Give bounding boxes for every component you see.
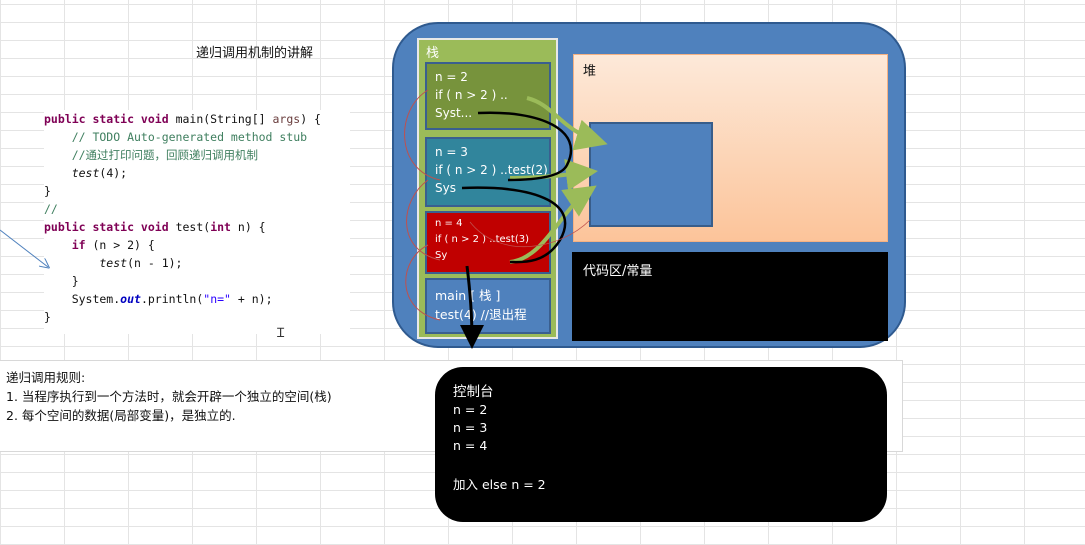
code-snippet: public static void main(String[] args) {…: [44, 110, 350, 334]
text-cursor-icon: Ɪ: [277, 326, 285, 341]
return-arrow-1: [477, 111, 573, 182]
code-token: //: [44, 202, 58, 216]
stack-frame-test-3: n = 3 if ( n > 2 ) ..test(2) Sys: [425, 137, 551, 207]
stack-label: 栈: [426, 46, 440, 61]
frame-line: n = 2: [435, 70, 468, 84]
console-label: 控制台: [453, 384, 494, 400]
call-arc-1: [406, 179, 441, 261]
code-token: // TODO Auto-generated method stub: [44, 130, 308, 144]
code-token: out: [120, 292, 141, 306]
code-token: ) {: [300, 112, 321, 126]
code-token: //通过打印问题，回顾递归调用机制: [44, 148, 259, 162]
console-line: n = 3: [453, 420, 488, 435]
page-title: 递归调用机制的讲解: [196, 46, 314, 61]
code-token: (4);: [99, 166, 128, 180]
console-line: 加入 else n = 2: [453, 477, 546, 492]
code-token: + n);: [230, 292, 273, 306]
code-constant-area: [572, 252, 888, 341]
code-token: test: [44, 256, 128, 270]
code-token: public static void: [44, 112, 176, 126]
heap-label: 堆: [583, 64, 597, 79]
code-line: }: [44, 272, 350, 290]
frame-line: Sy: [435, 250, 448, 261]
console-line: n = 4: [453, 438, 488, 453]
code-area-label: 代码区/常量: [583, 264, 653, 279]
code-token: }: [44, 310, 51, 324]
code-token: (n > 2) {: [92, 238, 155, 252]
frame-line: if ( n > 2 ) ..test(3): [435, 234, 529, 245]
code-token: public static void: [44, 220, 176, 234]
frame-line: main [ 栈 ]: [435, 288, 501, 303]
code-line: public static void test(int n) {: [44, 218, 350, 236]
green-arrow-3: [509, 185, 597, 264]
rule-2: 2. 每个空间的数据(局部变量)，是独立的.: [6, 408, 236, 423]
code-line: test(4);: [44, 164, 350, 182]
console-panel: 控制台 n = 2 n = 3 n = 4 加入 else n = 2: [435, 367, 887, 522]
return-arrow-2: [461, 186, 567, 264]
code-token: .println(: [140, 292, 204, 306]
code-token: test: [44, 166, 100, 180]
code-line: }: [44, 308, 350, 326]
pointer-arrow-icon: [0, 229, 48, 267]
frame-line: n = 3: [435, 145, 468, 159]
return-arrow-3: [459, 265, 484, 349]
code-token: }: [44, 274, 79, 288]
code-token: System.: [44, 292, 121, 306]
console-line: n = 2: [453, 402, 488, 417]
code-line: System.out.println("n=" + n);: [44, 290, 350, 308]
code-token: args: [272, 112, 301, 126]
frame-line: test(4) //退出程: [435, 307, 527, 322]
code-token: if: [71, 238, 93, 252]
code-token: main(String[]: [175, 112, 273, 126]
code-token: n) {: [237, 220, 266, 234]
stack-frame-test-4: n = 4 if ( n > 2 ) ..test(3) Sy: [425, 211, 551, 274]
frame-line: if ( n > 2 ) ..test(2): [435, 163, 548, 177]
stack-frame-test-2: n = 2 if ( n > 2 ) .. Syst...: [425, 62, 551, 130]
frame-line: if ( n > 2 ) ..: [435, 88, 508, 102]
code-line: }: [44, 182, 350, 200]
code-line: if (n > 2) {: [44, 236, 350, 254]
code-token: "n=": [203, 292, 231, 306]
code-token: (n - 1);: [127, 256, 183, 270]
heap-object: [589, 122, 713, 227]
code-line: // TODO Auto-generated method stub: [44, 128, 350, 146]
code-token: int: [210, 220, 238, 234]
code-token: }: [44, 184, 51, 198]
frame-line: Sys: [435, 181, 456, 195]
frame-line: n = 4: [435, 218, 463, 229]
call-arc-3: [405, 244, 441, 321]
frame-line: Syst...: [435, 106, 473, 120]
code-line: test(n - 1);: [44, 254, 350, 272]
rules-heading: 递归调用规则:: [6, 370, 86, 385]
stack-frame-main: main [ 栈 ] test(4) //退出程: [425, 278, 551, 334]
call-arc-4: [469, 219, 591, 248]
green-arrow-1: [526, 96, 608, 151]
code-token: test(: [175, 220, 211, 234]
call-arc-2: [404, 89, 441, 181]
code-line: //: [44, 200, 350, 218]
code-line: //通过打印问题，回顾递归调用机制: [44, 146, 350, 164]
rule-1: 1. 当程序执行到一个方法时，就会开辟一个独立的空间(栈): [6, 389, 332, 404]
code-line: public static void main(String[] args) {: [44, 110, 350, 128]
